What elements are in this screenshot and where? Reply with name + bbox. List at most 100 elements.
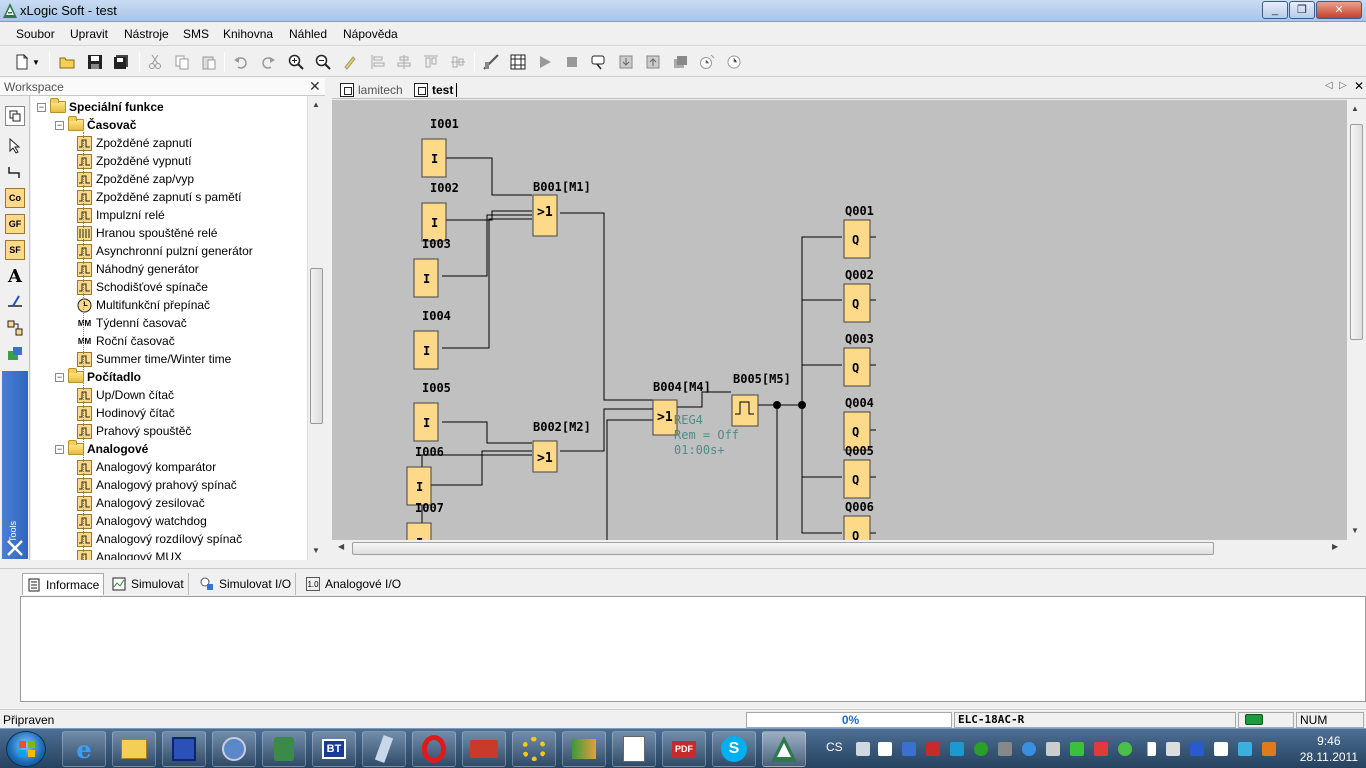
output-block[interactable] [843, 283, 871, 323]
tray-icon-12[interactable] [1118, 742, 1132, 756]
input-block[interactable] [413, 330, 439, 370]
tree-item[interactable]: Zpožděné zapnutí [77, 134, 192, 152]
menu-upravit[interactable]: Upravit [70, 27, 109, 41]
taskbar-pdf[interactable]: PDF [662, 731, 706, 767]
circuit-diagram[interactable]: I001II002II003II004II005II006II007IQ001Q… [332, 100, 1347, 540]
function-block[interactable] [532, 440, 558, 473]
copy-icon[interactable] [172, 52, 192, 72]
taskbar-xlogic-active[interactable] [762, 731, 806, 767]
canvas-vertical-scrollbar[interactable]: ▲ ▼ [1347, 100, 1366, 540]
output-block[interactable] [843, 411, 871, 451]
constants-tool-icon[interactable]: Co [5, 188, 25, 208]
menu-knihovna[interactable]: Knihovna [223, 27, 274, 41]
save-button[interactable] [85, 52, 105, 72]
tree-item[interactable]: Impulzní relé [77, 206, 165, 224]
collapse-icon[interactable]: − [55, 371, 64, 382]
tree-item[interactable]: Zpožděné zapnutí s pamětí [77, 188, 241, 206]
tree-item[interactable]: Analogový MUX [77, 548, 182, 560]
clock-set-icon[interactable] [697, 52, 717, 72]
taskbar-pen[interactable] [362, 731, 406, 767]
tray-icon-1[interactable] [856, 742, 870, 756]
tree-folder[interactable]: −Speciální funkce [37, 98, 164, 116]
new-file-button[interactable]: ▼ [10, 52, 44, 72]
tree-item[interactable]: Multifunkční přepínač [77, 296, 210, 314]
tree-folder[interactable]: −Časovač [55, 116, 136, 134]
tray-icon-3[interactable] [902, 742, 916, 756]
grid-icon[interactable] [508, 52, 528, 72]
select-pointer-icon[interactable] [5, 136, 25, 156]
align-top-icon[interactable] [421, 52, 441, 72]
align-center-icon[interactable] [394, 52, 414, 72]
tray-icon-8[interactable] [1022, 742, 1036, 756]
output-block[interactable] [843, 347, 871, 387]
tree-folder[interactable]: −Analogové [55, 440, 148, 458]
tray-icon-18[interactable] [1262, 742, 1276, 756]
input-block[interactable] [406, 522, 432, 540]
tree-folder[interactable]: −Počítadlo [55, 368, 141, 386]
collapse-icon[interactable]: − [55, 119, 64, 130]
taskbar-skype[interactable]: S [712, 731, 756, 767]
general-functions-tool-icon[interactable]: GF [5, 214, 25, 234]
tray-icon-10[interactable] [1070, 742, 1084, 756]
tree-item[interactable]: Hodinový čítač [77, 404, 175, 422]
tray-icon-14[interactable] [1166, 742, 1180, 756]
cut-icon[interactable] [145, 52, 165, 72]
network-signal-icon[interactable] [1142, 742, 1156, 756]
collapse-icon[interactable]: − [55, 443, 64, 454]
paste-icon[interactable] [199, 52, 219, 72]
tree-item[interactable]: Náhodný generátor [77, 260, 199, 278]
workspace-close-icon[interactable]: ✕ [309, 78, 321, 94]
tray-icon-2[interactable] [878, 742, 892, 756]
flag-icon[interactable] [1214, 742, 1228, 756]
tree-item[interactable]: Zpožděné zap/vyp [77, 170, 194, 188]
upload-icon[interactable] [643, 52, 663, 72]
tray-icon-9[interactable] [1046, 742, 1060, 756]
taskbar-internet-explorer[interactable]: e [62, 731, 106, 767]
function-block[interactable] [731, 394, 759, 427]
collapse-icon[interactable]: − [37, 101, 46, 112]
zoom-in-icon[interactable] [286, 52, 306, 72]
transfer-icon[interactable] [589, 52, 609, 72]
download-icon[interactable] [616, 52, 636, 72]
taskbar-toolbox[interactable] [462, 731, 506, 767]
open-file-button[interactable] [57, 52, 77, 72]
tree-item[interactable]: Summer time/Winter time [77, 350, 231, 368]
tree-item[interactable]: Analogový rozdílový spínač [77, 530, 242, 548]
start-button[interactable] [6, 731, 46, 767]
menu-sms[interactable]: SMS [183, 27, 210, 41]
output-block[interactable] [843, 515, 871, 540]
tray-icon-4[interactable] [926, 742, 940, 756]
tab-simulovat[interactable]: Simulovat [108, 573, 189, 595]
clock-read-icon[interactable] [724, 52, 744, 72]
output-block[interactable] [843, 459, 871, 499]
tree-item[interactable]: Analogový komparátor [77, 458, 216, 476]
tree-item[interactable]: Schodišťové spínače [77, 278, 208, 296]
canvas-horizontal-scrollbar[interactable]: ◀ ▶ [332, 540, 1347, 557]
menu-nahled[interactable]: Náhled [289, 27, 328, 41]
special-functions-tool-icon[interactable]: SF [5, 240, 25, 260]
taskbar-documents[interactable] [612, 731, 656, 767]
diagram-canvas[interactable]: I001II002II003II004II005II006II007IQ001Q… [332, 100, 1347, 540]
redo-icon[interactable] [258, 52, 278, 72]
save-all-button[interactable] [111, 52, 131, 72]
canvas-vscroll-thumb[interactable] [1350, 124, 1363, 340]
bluetooth-icon[interactable] [1190, 742, 1204, 756]
menu-nastroje[interactable]: Nástroje [124, 27, 169, 41]
tree-item[interactable]: Asynchronní pulzní generátor [77, 242, 253, 260]
taskbar-mail[interactable] [212, 731, 256, 767]
tray-icon-17[interactable] [1238, 742, 1252, 756]
taskbar-save-app[interactable] [162, 731, 206, 767]
tools-tab[interactable]: Tools [2, 371, 28, 559]
taskbar-explorer[interactable] [112, 731, 156, 767]
tree-item[interactable]: Analogový watchdog [77, 512, 207, 530]
taskbar-opera[interactable] [412, 731, 456, 767]
close-window-button[interactable]: ✕ [1316, 1, 1362, 19]
input-block[interactable] [421, 202, 447, 242]
split-tool-icon[interactable] [5, 318, 25, 338]
tab-informace[interactable]: Informace [22, 573, 105, 595]
canvas-hscroll-thumb[interactable] [352, 542, 1214, 555]
